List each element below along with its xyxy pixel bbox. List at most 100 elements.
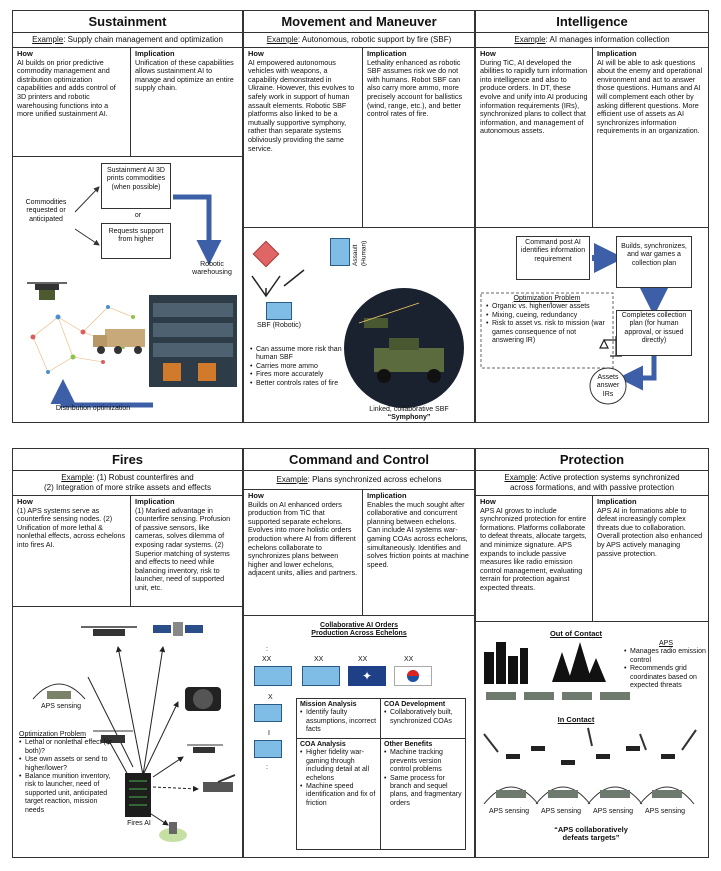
in-contact: In Contact xyxy=(557,715,595,724)
sbf-bullet: Can assume more risk than human SBF xyxy=(250,346,350,363)
sustainment-diagram: Commodities requested or anticipated Sus… xyxy=(13,157,242,422)
c2-panel: Command and Control Example: Plans synch… xyxy=(243,448,475,858)
tanks-row xyxy=(496,790,682,798)
protection-title: Protection xyxy=(476,449,708,471)
or-label: or xyxy=(134,212,142,219)
city-icon xyxy=(484,642,528,684)
identify-box: Command post AI identifies information r… xyxy=(516,236,590,280)
requests-box: Requests support from higher xyxy=(101,223,171,259)
protection-shapes xyxy=(483,642,697,805)
aps-sensing-label: APS sensing xyxy=(40,703,82,710)
sbf-label: SBF (Robotic) xyxy=(257,322,301,329)
tank-icon xyxy=(47,691,71,699)
aps-sensing-label: APS sensing xyxy=(644,808,686,815)
symphony-image xyxy=(344,288,464,408)
sbf-box xyxy=(266,302,292,320)
sbf-bullet: Fires more accurately xyxy=(250,371,350,380)
out-of-contact: Out of Contact xyxy=(549,629,603,638)
intelligence-panel: Intelligence Example: AI manages informa… xyxy=(475,10,709,423)
sbf-bullets: Can assume more risk than human SBF Carr… xyxy=(250,346,350,388)
mission-analysis: Mission AnalysisIdentify faulty assumpti… xyxy=(297,699,381,739)
intelligence-title: Intelligence xyxy=(476,11,708,33)
dots: : xyxy=(266,764,268,771)
intelligence-diagram: Command post AI identifies information r… xyxy=(476,228,708,422)
echelon-box xyxy=(254,740,282,758)
movement-diagram: Assault (Human) SBF (Robotic) Can assume… xyxy=(244,228,474,422)
aps-sensing-label: APS sensing xyxy=(488,808,530,815)
protection-diagram: Out of Contact APS Manages radio emissio… xyxy=(476,622,708,857)
echelon-xx: XX xyxy=(262,656,272,663)
fires-how: How(1) APS systems serve as counterfire … xyxy=(17,497,126,549)
commodities-label: Commodities requested or anticipated xyxy=(25,199,67,223)
movement-title: Movement and Maneuver xyxy=(244,11,474,33)
drones-group xyxy=(506,746,675,765)
fires-title: Fires xyxy=(13,449,242,471)
coa-development: COA DevelopmentCollaboratively built, sy… xyxy=(381,699,465,739)
opt-item: Use own assets or send to higher/lower? xyxy=(19,756,117,773)
drone-icon xyxy=(187,744,223,753)
sustainment-example: Example: Supply chain management and opt… xyxy=(13,33,242,48)
truck-icon xyxy=(93,329,145,354)
robotic-warehouse-image xyxy=(149,295,237,387)
opt-item: Risk to asset vs. risk to mission (war g… xyxy=(486,320,608,345)
assault-label: Assault (Human) xyxy=(352,240,368,266)
opt-item: Lethal or nonlethal effect (or both)? xyxy=(19,739,117,756)
intelligence-example: Example: AI manages information collecti… xyxy=(476,33,708,48)
movement-shapes xyxy=(251,240,464,408)
movement-panel: Movement and Maneuver Example: Autonomou… xyxy=(243,10,475,423)
build-box: Builds, synchronizes, and war games a co… xyxy=(616,236,692,288)
echelon-x: X xyxy=(268,694,273,701)
assault-box xyxy=(330,238,350,266)
distribution-label: Distribution optimization xyxy=(55,405,131,412)
echelon-xx: XX xyxy=(404,656,414,663)
intelligence-optimization: Optimization Problem Organic vs. higher/… xyxy=(486,295,608,345)
c2-example: Example: Plans synchronized across echel… xyxy=(244,471,474,490)
coa-analysis: COA AnalysisHigher fidelity war-gaming t… xyxy=(297,739,381,849)
sbf-bullet: Carries more ammo xyxy=(250,363,350,372)
protection-panel: Protection Example: Active protection sy… xyxy=(475,448,709,858)
drone-icon xyxy=(27,282,67,300)
korea-flag-icon xyxy=(394,666,432,686)
other-benefits: Other BenefitsMachine tracking prevents … xyxy=(381,739,465,849)
tanks-row xyxy=(486,692,630,700)
fires-implication: Implication(1) Marked advantage in count… xyxy=(130,496,242,606)
print-box: Sustainment AI 3D prints commodities (wh… xyxy=(101,163,171,209)
aps-box: APS Manages radio emission controlRecomm… xyxy=(624,640,708,690)
fires-optimization: Optimization Problem Lethal or nonlethal… xyxy=(19,731,117,815)
sustainment-panel: Sustainment Example: Supply chain manage… xyxy=(12,10,243,423)
sbf-bullet: Better controls rates of fire xyxy=(250,380,350,389)
robotic-warehousing-label: Robotic warehousing xyxy=(192,261,232,277)
sustainment-title: Sustainment xyxy=(13,11,242,33)
fires-example: Example: (1) Robust counterfires and(2) … xyxy=(13,471,242,496)
server-icon xyxy=(125,773,151,817)
complete-box: Completes collection plan (for human app… xyxy=(616,310,692,356)
intelligence-arrows xyxy=(480,243,669,405)
echelon-xx: XX xyxy=(314,656,324,663)
aps-sensing-label: APS sensing xyxy=(592,808,634,815)
movement-example: Example: Autonomous, robotic support by … xyxy=(244,33,474,48)
opt-item: Balance munition inventory, risk to laun… xyxy=(19,773,117,815)
camera-icon xyxy=(185,687,221,711)
protection-example: Example: Active protection systems synch… xyxy=(476,471,708,496)
symphony-caption: Linked, collaborative SBF“Symphony” xyxy=(369,406,449,422)
echelon-box xyxy=(254,666,292,686)
fires-panel: Fires Example: (1) Robust counterfires a… xyxy=(12,448,243,858)
c2-grid: Mission AnalysisIdentify faulty assumpti… xyxy=(296,698,466,850)
sustainment-arrows xyxy=(27,186,237,408)
fires-diagram: APS sensing Optimization Problem Lethal … xyxy=(13,607,242,857)
dots: : xyxy=(266,646,268,653)
nonlethal-emitter-icon xyxy=(159,822,187,842)
echelon-box xyxy=(302,666,340,686)
